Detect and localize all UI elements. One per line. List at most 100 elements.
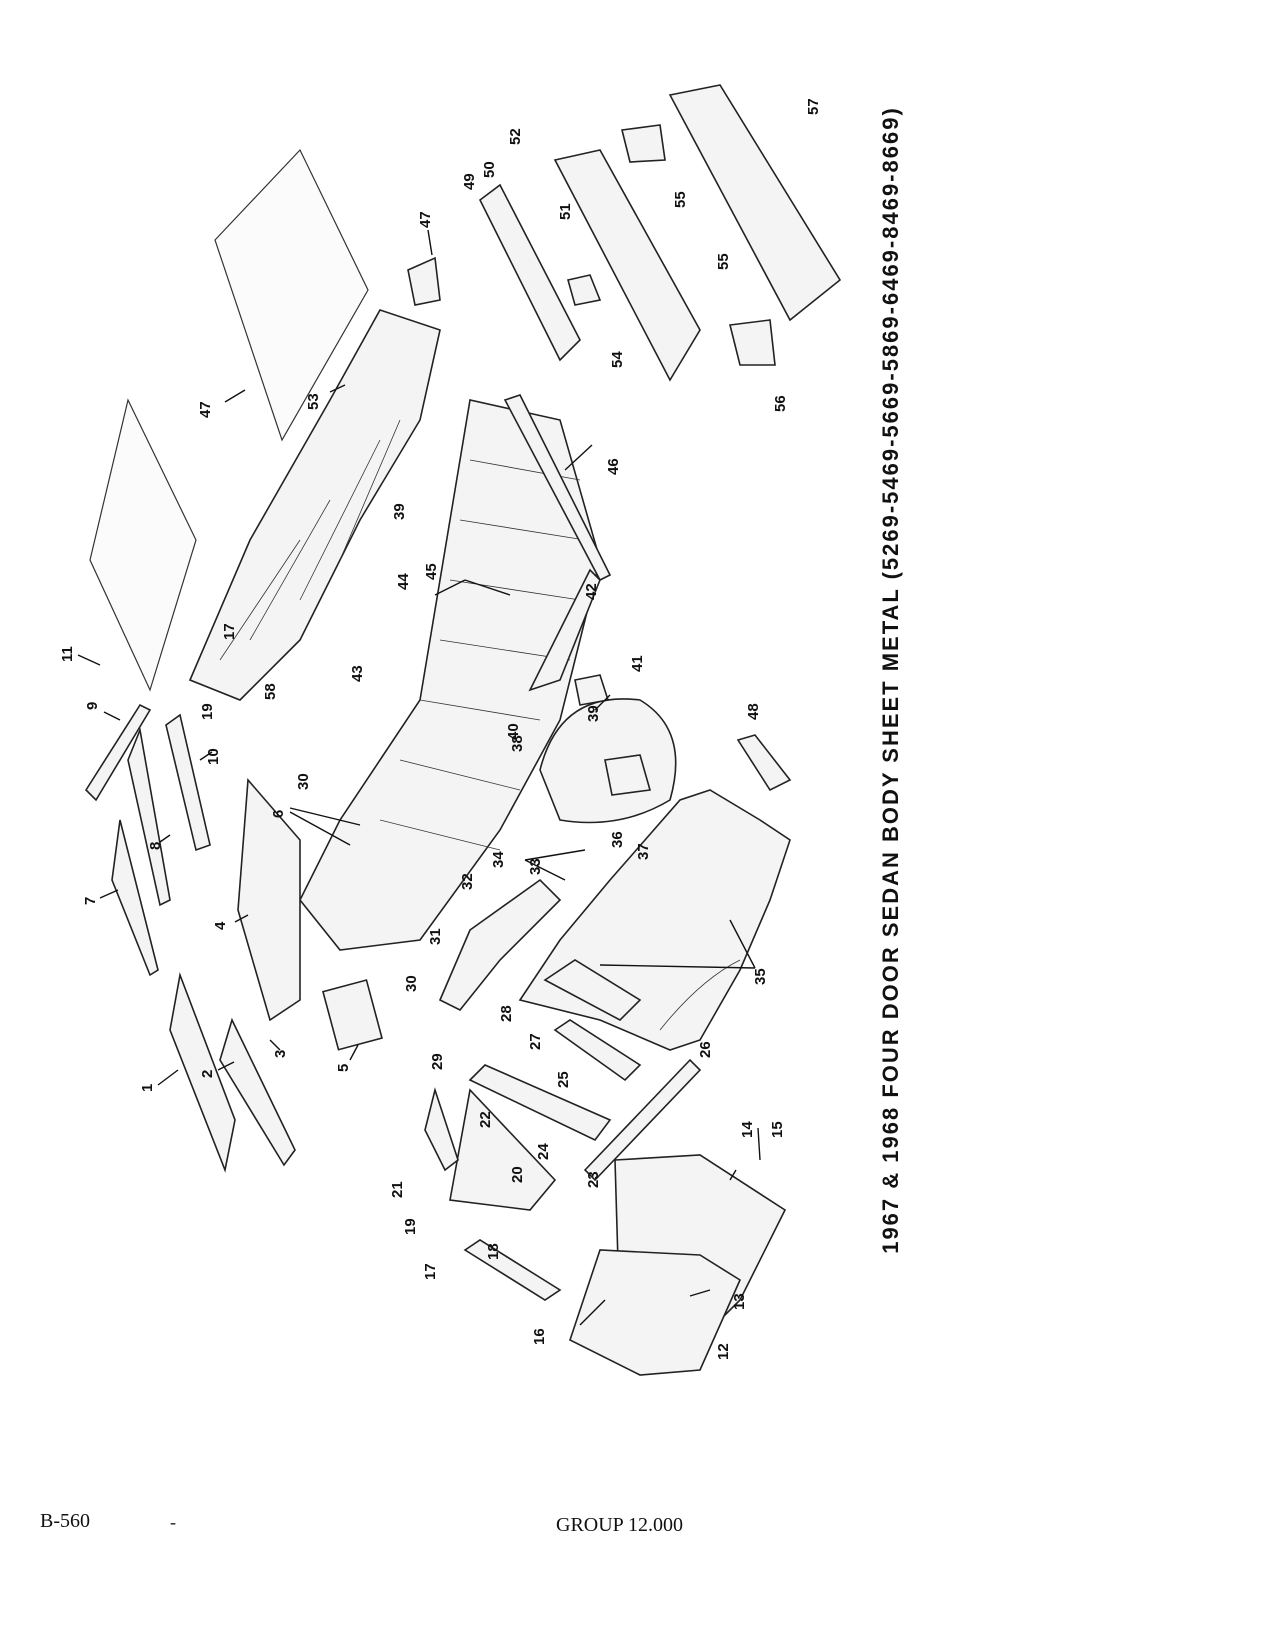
callout-label: 21 bbox=[389, 1181, 406, 1198]
callout-label: 26 bbox=[697, 1041, 714, 1058]
callout-label: 36 bbox=[609, 831, 626, 848]
callout-label: 29 bbox=[429, 1053, 446, 1070]
part-pillar-27 bbox=[543, 959, 642, 1021]
callouts: 1 2 3 4 5 6 7 8 9 10 11 12 13 14 15 16 1… bbox=[59, 98, 822, 1360]
callout-label: 37 bbox=[635, 843, 652, 860]
part-front-rail-7 bbox=[111, 819, 159, 977]
callout-label: 16 bbox=[531, 1328, 548, 1345]
part-55-lower bbox=[729, 319, 776, 366]
part-47-upper bbox=[407, 256, 441, 306]
callout-label: 15 bbox=[769, 1121, 786, 1138]
page-number: B-560 bbox=[40, 1510, 90, 1532]
callout-label: 7 bbox=[82, 897, 99, 905]
part-pillar-24 bbox=[468, 1064, 612, 1142]
callout-label: 10 bbox=[205, 748, 222, 765]
part-pillar-20 bbox=[449, 1088, 557, 1211]
callout-label: 38 bbox=[509, 735, 526, 752]
part-rear-upper bbox=[478, 183, 581, 362]
part-40 bbox=[574, 674, 610, 706]
callout-label: 52 bbox=[507, 128, 524, 145]
callout-label: 56 bbox=[772, 395, 789, 412]
callout-label: 46 bbox=[605, 458, 622, 475]
callout-label: 45 bbox=[423, 563, 440, 580]
part-rear-panel-45 bbox=[503, 394, 612, 582]
callout-label: 50 bbox=[481, 161, 498, 178]
part-47-lower bbox=[736, 734, 792, 792]
callout-label: 22 bbox=[477, 1111, 494, 1128]
callout-label: 19 bbox=[402, 1218, 419, 1235]
part-55-upper bbox=[621, 124, 666, 163]
callout-label: 9 bbox=[84, 702, 101, 710]
part-roof-panel bbox=[214, 148, 369, 442]
part-front-rail-1 bbox=[169, 972, 236, 1173]
callout-label: 43 bbox=[349, 665, 366, 682]
callout-label: 44 bbox=[395, 573, 412, 590]
callout-label: 27 bbox=[527, 1033, 544, 1050]
callout-label: 33 bbox=[527, 858, 544, 875]
part-header-9 bbox=[84, 703, 152, 802]
callout-label: 12 bbox=[715, 1343, 732, 1360]
callout-label: 40 bbox=[505, 723, 522, 740]
part-pillar-21 bbox=[424, 1087, 459, 1172]
callout-label: 54 bbox=[609, 351, 626, 368]
callout-label: 39 bbox=[585, 705, 602, 722]
part-windshield bbox=[89, 398, 197, 692]
part-trunk-pan bbox=[553, 149, 701, 382]
callout-label: 41 bbox=[629, 655, 646, 672]
callout-label: 14 bbox=[739, 1121, 756, 1138]
part-rocker-panel bbox=[583, 1058, 702, 1182]
callout-label: 57 bbox=[805, 98, 822, 115]
callout-label: 5 bbox=[335, 1064, 352, 1072]
part-quarter-panel bbox=[518, 789, 791, 1051]
part-cowl bbox=[237, 778, 301, 1022]
callout-label: 25 bbox=[555, 1071, 572, 1088]
callout-label: 58 bbox=[262, 683, 279, 700]
callout-label: 2 bbox=[199, 1070, 216, 1078]
callout-label: 28 bbox=[498, 1005, 515, 1022]
callout-label: 20 bbox=[509, 1166, 526, 1183]
callout-label: 39 bbox=[391, 503, 408, 520]
part-dash-box bbox=[322, 979, 383, 1051]
part-rear-crossmember bbox=[668, 84, 842, 322]
part-pillar-25 bbox=[553, 1019, 642, 1082]
callout-label: 1 bbox=[139, 1084, 156, 1092]
callout-label: 55 bbox=[672, 191, 689, 208]
callout-label: 48 bbox=[745, 703, 762, 720]
callout-label: 4 bbox=[212, 921, 229, 930]
callout-label: 34 bbox=[490, 851, 507, 868]
callout-label: 35 bbox=[752, 968, 769, 985]
callout-label: 24 bbox=[535, 1143, 552, 1160]
part-36 bbox=[604, 754, 652, 796]
callout-label: 47 bbox=[417, 211, 434, 228]
callout-label: 18 bbox=[485, 1243, 502, 1260]
callout-label: 55 bbox=[715, 253, 732, 270]
part-body-side-frame bbox=[188, 309, 441, 701]
footer-mark: - bbox=[170, 1512, 176, 1532]
part-front-rail-8 bbox=[127, 727, 171, 907]
callout-label: 6 bbox=[270, 810, 287, 818]
callout-label: 49 bbox=[461, 173, 478, 190]
part-sill-17 bbox=[463, 1239, 562, 1301]
callout-label: 19 bbox=[199, 703, 216, 720]
caption-text: 1967 & 1968 FOUR DOOR SEDAN BODY SHEET M… bbox=[878, 106, 903, 1254]
callout-label: 8 bbox=[147, 842, 164, 850]
callout-label: 11 bbox=[59, 646, 76, 662]
callout-label: 51 bbox=[557, 203, 574, 220]
part-center-pillar bbox=[438, 878, 562, 1012]
group-label: GROUP 12.000 bbox=[556, 1514, 684, 1536]
callout-label: 30 bbox=[295, 773, 312, 790]
callout-label: 30 bbox=[403, 975, 420, 992]
part-header-10 bbox=[165, 713, 211, 852]
callout-label: 53 bbox=[305, 393, 322, 410]
callout-label: 42 bbox=[583, 583, 600, 600]
callout-label: 3 bbox=[272, 1050, 289, 1058]
part-front-rail-2 bbox=[219, 1017, 296, 1167]
part-front-door bbox=[569, 1249, 742, 1376]
callout-label: 23 bbox=[585, 1171, 602, 1188]
callout-label: 17 bbox=[221, 623, 238, 640]
callout-label: 13 bbox=[731, 1293, 748, 1310]
leader-lines bbox=[77, 229, 761, 1326]
callout-label: 47 bbox=[197, 401, 214, 418]
part-53 bbox=[567, 274, 602, 306]
